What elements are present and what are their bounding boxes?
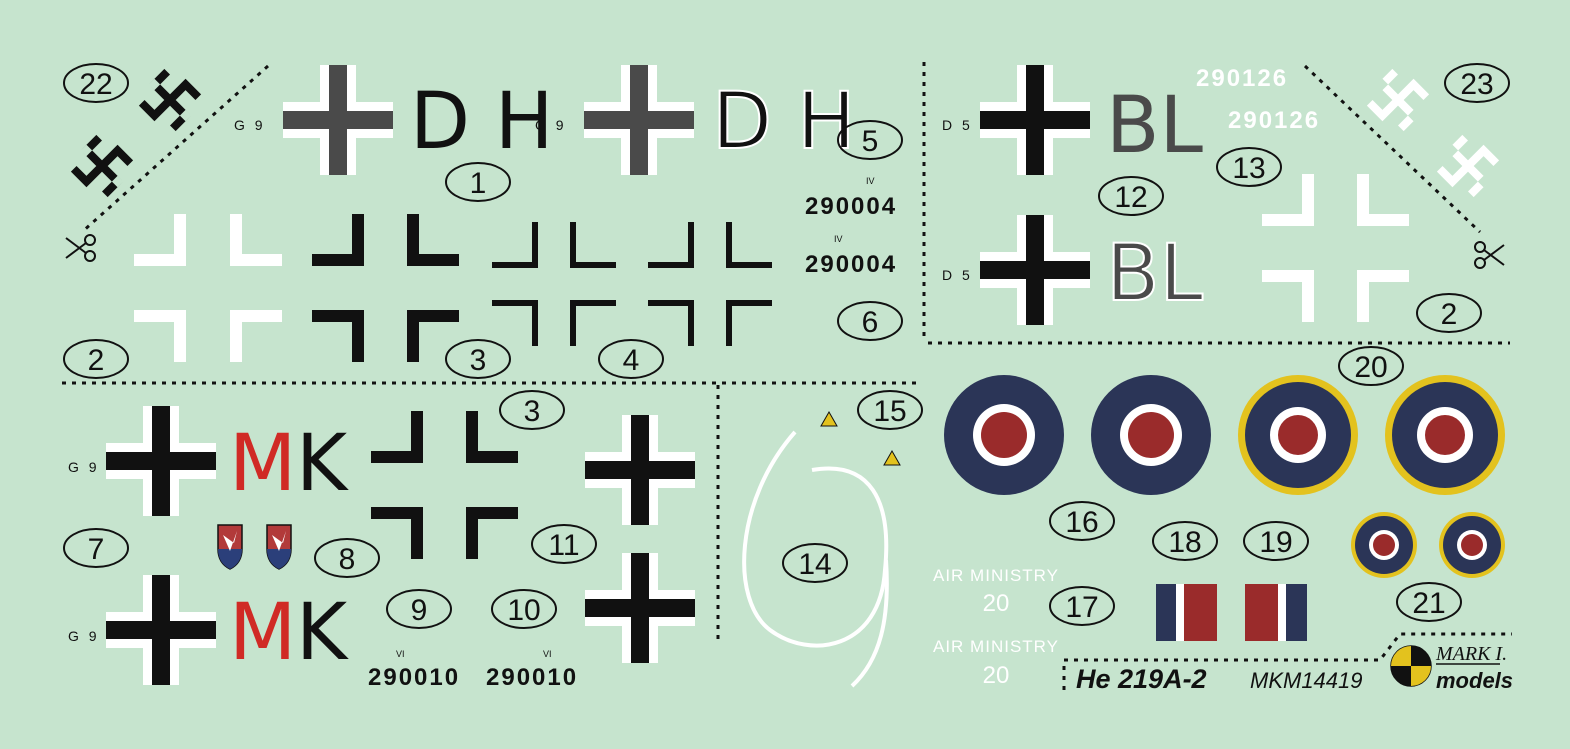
balkenkreuz-black — [980, 215, 1090, 325]
werknummer-290004: 290004 — [805, 193, 897, 220]
svg-text:1: 1 — [470, 167, 487, 200]
svg-text:14: 14 — [798, 548, 831, 581]
swastika-icon — [133, 63, 207, 137]
scissors-right-icon — [1474, 241, 1505, 269]
kit-title: He 219A-2 — [1076, 664, 1207, 694]
svg-text:13: 13 — [1232, 152, 1265, 185]
svg-text:19: 19 — [1259, 526, 1292, 559]
svg-text:6: 6 — [862, 306, 879, 339]
kit-code: MKM14419 — [1250, 668, 1363, 693]
code-k: K — [296, 588, 349, 678]
werknummer-290010: 290010 — [486, 664, 578, 691]
svg-text:5: 5 — [862, 125, 879, 158]
roundel-20 — [1385, 375, 1505, 495]
white-stripe — [850, 559, 889, 688]
fin-flash-18 — [1156, 584, 1217, 641]
svg-text:21: 21 — [1412, 587, 1445, 620]
brand-top: MARK I. — [1435, 643, 1507, 665]
svg-text:17: 17 — [1065, 591, 1098, 624]
roundel-16 — [944, 375, 1064, 495]
svg-text:3: 3 — [524, 395, 541, 428]
code-dh: D H — [410, 77, 554, 167]
swastika-icon — [1431, 129, 1505, 203]
code-g9: G 9 — [234, 117, 266, 133]
roundel-20 — [1238, 375, 1358, 495]
code-m: M — [229, 419, 296, 509]
corner-set-black — [312, 214, 459, 362]
corner-set-white — [134, 214, 282, 362]
air-ministry-number: 20 — [983, 662, 1010, 689]
air-ministry-label: AIR MINISTRY — [933, 637, 1059, 656]
svg-text:18: 18 — [1168, 526, 1201, 559]
svg-text:11: 11 — [548, 529, 579, 562]
balkenkreuz-grey — [283, 65, 393, 175]
roman-iv: IV — [834, 234, 843, 244]
corner-set-thin — [492, 222, 772, 346]
svg-text:9: 9 — [411, 594, 428, 627]
roman-vi: VI — [396, 649, 405, 659]
brand-bottom: models — [1436, 668, 1513, 693]
fin-flash-19 — [1245, 584, 1307, 641]
svg-text:2: 2 — [1441, 298, 1458, 331]
air-ministry-label: AIR MINISTRY — [933, 566, 1059, 585]
code-g9: G 9 — [68, 459, 100, 475]
svg-text:12: 12 — [1114, 181, 1147, 214]
cut-lines — [62, 62, 1512, 690]
svg-text:15: 15 — [873, 395, 906, 428]
roundel-21 — [1439, 512, 1505, 578]
code-d5: D 5 — [942, 267, 973, 283]
brand-logo-icon — [1390, 645, 1432, 687]
balkenkreuz-black — [980, 65, 1090, 175]
code-m: M — [229, 588, 296, 678]
svg-text:2: 2 — [88, 344, 105, 377]
roman-iv: IV — [866, 176, 875, 186]
roundel-16 — [1091, 375, 1211, 495]
code-k: K — [296, 419, 349, 509]
code-dh: D H — [712, 77, 856, 167]
decal-number-ovals: 22 1 5 6 2 3 4 12 13 23 2 20 3 15 7 8 11 — [63, 63, 1510, 629]
eagle-shield-icon — [217, 524, 243, 570]
svg-text:16: 16 — [1065, 506, 1098, 539]
balkenkreuz-black — [585, 553, 695, 663]
code-g9: G 9 — [68, 628, 100, 644]
svg-text:22: 22 — [79, 68, 112, 101]
balkenkreuz-black — [585, 415, 695, 525]
eagle-shield-icon — [266, 524, 292, 570]
werknummer-290004: 290004 — [805, 251, 897, 278]
svg-text:8: 8 — [339, 543, 356, 576]
corner-set-black — [371, 411, 518, 559]
swastika-icon — [1361, 63, 1435, 137]
roundel-21 — [1351, 512, 1417, 578]
white-stripe — [742, 430, 889, 648]
air-ministry-number: 20 — [983, 590, 1010, 617]
roman-vi: VI — [543, 649, 552, 659]
triangle-warning-icon — [820, 410, 901, 466]
svg-text:4: 4 — [623, 344, 640, 377]
svg-text:3: 3 — [470, 344, 487, 377]
code-g9: G 9 — [535, 117, 567, 133]
balkenkreuz-black — [106, 406, 216, 516]
code-d5: D 5 — [942, 117, 973, 133]
balkenkreuz-grey — [584, 65, 694, 175]
swastika-icon — [65, 129, 139, 203]
svg-text:20: 20 — [1354, 351, 1387, 384]
corner-set-white — [1262, 174, 1409, 322]
werknummer-290010: 290010 — [368, 664, 460, 691]
balkenkreuz-black — [106, 575, 216, 685]
svg-text:7: 7 — [88, 533, 105, 566]
werknummer-290126: 290126 — [1196, 65, 1288, 92]
code-bl: BL — [1106, 81, 1204, 171]
werknummer-290126: 290126 — [1228, 107, 1320, 134]
svg-text:23: 23 — [1460, 68, 1493, 101]
code-bl: BL — [1106, 229, 1204, 319]
scissors-left-icon — [65, 234, 96, 262]
svg-text:10: 10 — [507, 594, 540, 627]
